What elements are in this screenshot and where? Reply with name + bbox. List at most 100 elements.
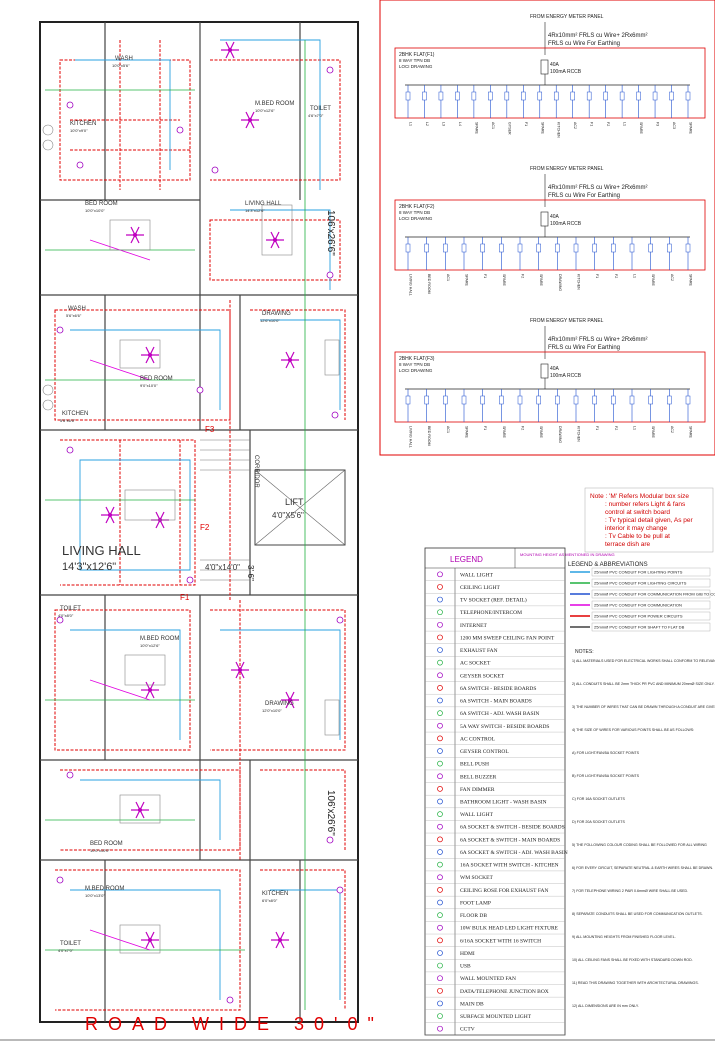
sld-mcb-icon xyxy=(685,91,691,101)
legend-symbol-icon xyxy=(437,685,443,691)
legend-item-label: TV SOCKET (REF. DETAIL) xyxy=(460,597,527,604)
room-size: 5'6"x6'6" xyxy=(60,418,76,423)
legend-symbol-icon xyxy=(437,874,443,881)
legend-item-label: WALL LIGHT xyxy=(460,572,494,578)
legend-symbol-icon xyxy=(437,786,443,792)
sld-circuit-label: SPARE xyxy=(689,122,693,135)
legend-item-label: 6A SOCKET & SWITCH - ADJ. WASH BASIN xyxy=(460,850,568,856)
sld-circuit-label: SPARE xyxy=(502,426,506,439)
sld-mcb-icon xyxy=(443,243,448,253)
sld-mcb-icon xyxy=(536,395,541,405)
sld-mcb-icon xyxy=(517,395,523,405)
room-size: 4'6"x7'0" xyxy=(308,113,324,118)
sld-mcb-icon xyxy=(555,243,560,253)
sld-circuit-label: L2 xyxy=(425,122,429,126)
room-size: 10'0"x13'0" xyxy=(85,893,105,898)
legend-symbol-icon xyxy=(437,621,443,628)
conduit-label: 25mmØ PVC CONDUIT FOR POWER CIRCUITS xyxy=(594,614,683,619)
legend-item-label: 1200 MM SWEEP CEILING FAN POINT xyxy=(460,635,555,641)
sld-mcb-icon xyxy=(405,395,411,405)
sld-circuit-label: F1 xyxy=(483,274,487,278)
sld-circuit-label: SPARE xyxy=(539,426,543,439)
conduit-box xyxy=(591,578,711,588)
sld-cable: 4Rx10mm² FRLS cu Wire+ 2Rx6mm² xyxy=(548,33,648,39)
room-name: BED ROOM xyxy=(90,841,123,847)
sld-mcb-icon xyxy=(629,395,635,405)
sld-circuit-label: AC1 xyxy=(446,426,450,433)
room-size: 10'0"x12'6" xyxy=(140,643,160,648)
sld-circuit-label: F2 xyxy=(521,426,525,430)
legend-item-label: GEYSER SOCKET xyxy=(460,673,505,679)
furniture xyxy=(42,124,340,954)
legend-symbol-icon xyxy=(437,659,443,666)
sld-mcb-icon xyxy=(424,395,429,405)
note-item: 8) SEPARATE CONDUITS SHALL BE USED FOR C… xyxy=(572,912,703,916)
conduit-label: 25mmØ PVC CONDUIT FOR LIGHTING CIRCUITS xyxy=(594,581,687,586)
legend-symbol-icon xyxy=(437,748,443,754)
room-name: WASH xyxy=(68,306,86,312)
note-item: 10) ALL CEILING FANS SHALL BE FIXED WITH… xyxy=(572,958,693,962)
room-size: 10'0"x10'0" xyxy=(90,848,110,853)
room-name: TOILET xyxy=(60,606,81,612)
legend-item-label: WM SOCKET xyxy=(460,875,493,881)
sld-circuit-label: LIVING HALL xyxy=(409,426,413,448)
sld-circuit-label: F2 xyxy=(606,122,610,126)
sld-mcb-icon xyxy=(499,395,504,405)
sld-circuit-label: L3 xyxy=(441,122,445,126)
sld-circuit-label: AC3 xyxy=(672,122,676,129)
note-item: 12) ALL DIMENSIONS ARE IN mm ONLY. xyxy=(572,1004,639,1008)
note-line: control at switch board xyxy=(605,509,670,516)
legend-symbol-icon xyxy=(437,1025,443,1032)
room-size: 10'0"x9'0" xyxy=(70,128,88,133)
room-name: M.BED ROOM xyxy=(85,886,124,892)
sld-circuit-label: KITCHEN xyxy=(577,426,581,442)
legend-symbol-icon xyxy=(437,710,443,716)
sld-rccb: 100mA RCCB xyxy=(550,221,582,227)
legend-item-label: DATA/TELEPHONE JUNCTION BOX xyxy=(460,989,549,995)
sld-db-type: 8 WAY TPN DB xyxy=(399,362,430,367)
sld-circuit-label: F1 xyxy=(524,122,528,126)
legend-symbol-icon xyxy=(437,849,443,855)
sld-mcb-icon xyxy=(537,91,543,101)
legend-item-label: WALL MOUNTED FAN xyxy=(460,976,516,982)
sld-circuit-label: F1 xyxy=(483,426,487,430)
sld-source: FROM ENERGY METER PANEL xyxy=(530,318,604,324)
legend-item-label: AC SOCKET xyxy=(460,661,491,667)
sld-circuit-label: L1 xyxy=(633,426,637,430)
legend-item-label: BELL PUSH xyxy=(460,762,489,768)
room-name: M.BED ROOM xyxy=(255,101,294,107)
sld-mcb-icon xyxy=(499,243,504,253)
sld-mcb-icon xyxy=(471,91,477,101)
room-name: WASH xyxy=(115,56,133,62)
sld-mcb-icon xyxy=(422,91,427,101)
legend-item-label: AC CONTROL xyxy=(460,736,496,742)
room-size: 10'0"x12'6" xyxy=(255,108,275,113)
sld-db-name: 2BHK FLAT(F1) xyxy=(399,52,435,58)
legend-symbol-icon xyxy=(437,899,443,906)
conduit-box xyxy=(591,589,711,599)
floor-db-label: F1 xyxy=(180,593,190,602)
sld-circuit-label: AC2 xyxy=(573,122,577,129)
sld-circuit-label: AC2 xyxy=(670,274,674,281)
sld-circuit-label: AC1 xyxy=(491,122,495,129)
room-name: LIVING HALL xyxy=(62,543,141,558)
sld-mcb-icon xyxy=(667,243,672,253)
room-size: 4'0"x7'0" xyxy=(58,948,74,953)
note-line: Note : 'M' Refers Modular box size xyxy=(590,493,689,500)
room-name: BED ROOM xyxy=(140,376,173,382)
sld-db-name: 2BHK FLAT(F3) xyxy=(399,356,435,362)
legend-symbol-icon xyxy=(437,937,443,944)
sld-mcb-icon xyxy=(461,395,467,405)
sld-db-note: LOCI DRAWING xyxy=(399,368,433,373)
sld-circuit-label: AC1 xyxy=(446,274,450,281)
sld-mcb: 40A xyxy=(550,214,560,220)
sld-mcb-icon xyxy=(455,91,460,101)
light-point-icons xyxy=(56,66,344,1004)
legend-item-label: USB xyxy=(460,964,471,970)
room-name: M.BED ROOM xyxy=(140,636,179,642)
sld-mcb-icon xyxy=(424,243,429,253)
sld-earthing: FRLS cu Wire For Earthing xyxy=(548,345,620,351)
room-name: KITCHEN xyxy=(70,121,96,127)
legend-symbol-icon xyxy=(437,634,443,641)
